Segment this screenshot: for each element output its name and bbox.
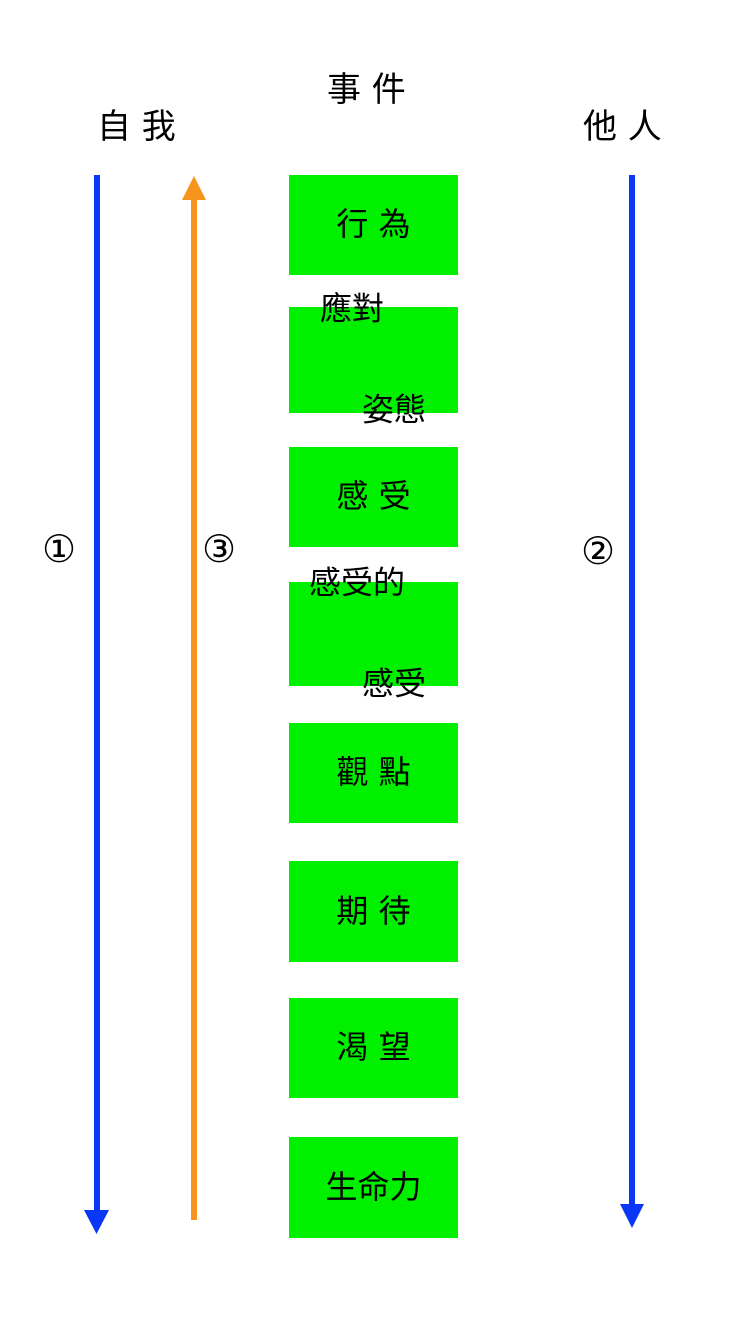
level-box-feelings: 感 受 bbox=[289, 447, 458, 547]
level-label-line1: 應對 bbox=[320, 289, 385, 328]
level-box-expectations: 期 待 bbox=[289, 861, 458, 962]
marker-3: ③ bbox=[202, 527, 237, 571]
level-label: 觀 點 bbox=[336, 753, 411, 792]
level-label: 行 為 bbox=[336, 205, 411, 244]
level-label: 感 受 bbox=[336, 477, 411, 516]
level-box-coping: 應對 姿態 bbox=[289, 292, 458, 426]
header-self: 自 我 bbox=[97, 107, 176, 147]
level-label-line2: 感受 bbox=[362, 664, 427, 703]
level-box-feelings-about-feelings: 感受的 感受 bbox=[289, 566, 458, 700]
level-label: 期 待 bbox=[336, 891, 411, 930]
header-others: 他 人 bbox=[583, 107, 662, 147]
level-box-behavior: 行 為 bbox=[289, 175, 458, 275]
level-label: 生命力 bbox=[325, 1167, 422, 1206]
header-event: 事 件 bbox=[327, 70, 406, 110]
arrow-3-up-icon bbox=[182, 176, 206, 1220]
level-box-yearnings: 渴 望 bbox=[289, 998, 458, 1098]
level-label-line1: 感受的 bbox=[309, 563, 406, 602]
arrow-2-down-icon bbox=[620, 175, 644, 1228]
marker-1: ① bbox=[42, 527, 77, 571]
level-box-life-energy: 生命力 bbox=[289, 1137, 458, 1238]
level-box-perceptions: 觀 點 bbox=[289, 723, 458, 823]
level-label-line2: 姿態 bbox=[362, 390, 427, 429]
marker-2: ② bbox=[581, 529, 616, 573]
arrow-1-down-icon bbox=[84, 175, 109, 1234]
level-label: 渴 望 bbox=[336, 1028, 411, 1067]
